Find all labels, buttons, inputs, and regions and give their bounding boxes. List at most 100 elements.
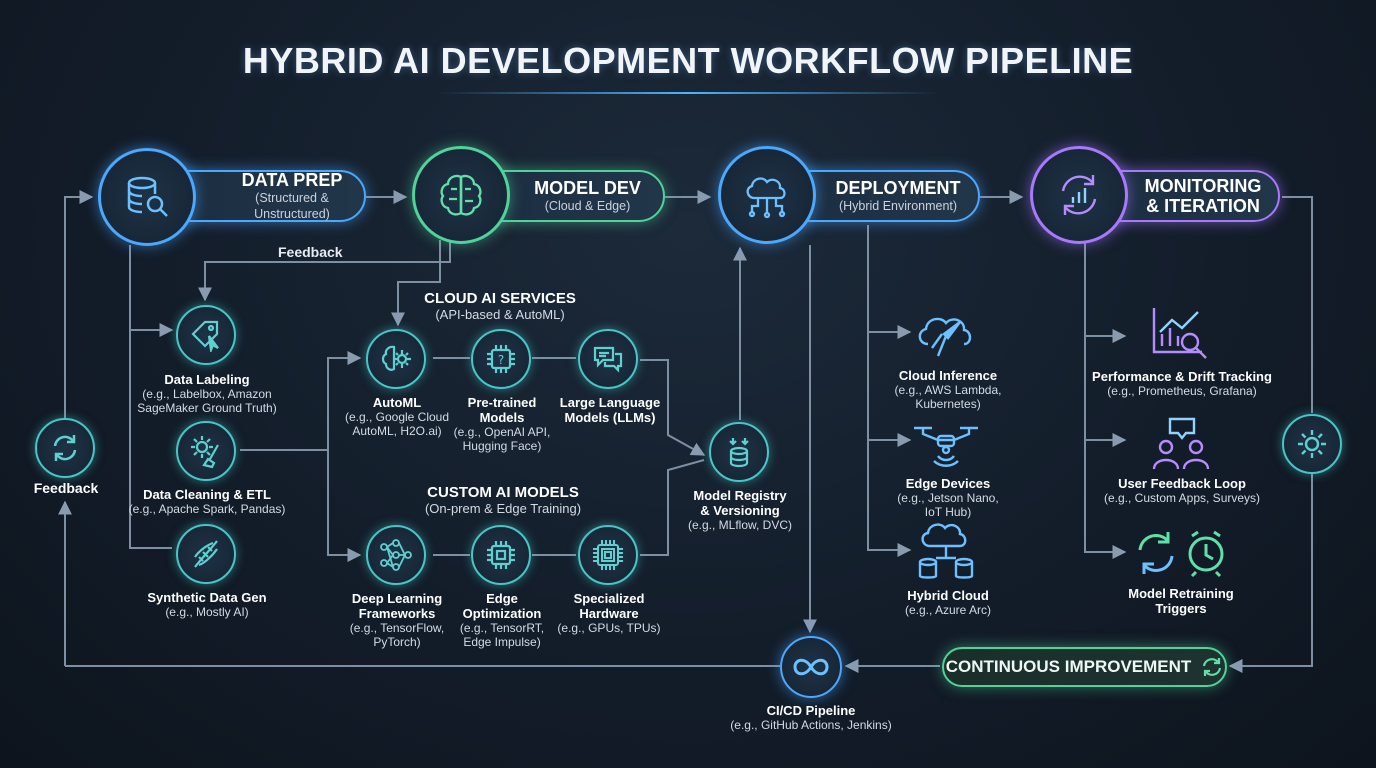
data-cleaning-etl: Data Cleaning & ETL (e.g., Apache Spark,… xyxy=(110,487,304,516)
tag-cursor-icon[interactable] xyxy=(176,305,236,365)
item-desc: (e.g., TensorRT, xyxy=(459,621,545,635)
gear-brush-icon[interactable] xyxy=(176,421,236,481)
item-title: Hybrid Cloud xyxy=(907,588,989,603)
refresh-alarm-icon xyxy=(1134,528,1230,583)
item-title-line2: Models (LLMs) xyxy=(564,410,656,425)
cloud-ai-services-heading: CLOUD AI SERVICES (API-based & AutoML) xyxy=(400,290,600,322)
item-title: Deep Learning xyxy=(351,591,443,606)
processor-icon[interactable] xyxy=(578,525,638,585)
title-underline xyxy=(438,92,938,94)
chip-question-icon[interactable]: ? xyxy=(471,329,531,389)
brain-gear-icon[interactable] xyxy=(366,329,426,389)
item-title: Edge Devices xyxy=(905,476,991,491)
section-title: CLOUD AI SERVICES xyxy=(424,290,576,307)
item-desc: (e.g., Jetson Nano, xyxy=(897,491,999,505)
stage-title: DATA PREP xyxy=(241,170,343,190)
item-desc: (e.g., AWS Lambda, xyxy=(894,383,1002,397)
item-title-line2: Hardware xyxy=(579,606,639,621)
chip-icon[interactable] xyxy=(471,525,531,585)
item-title: AutoML xyxy=(372,395,422,410)
item-desc: (e.g., GitHub Actions, Jenkins) xyxy=(730,718,892,732)
item-desc: (e.g., TensorFlow, xyxy=(349,621,445,635)
large-language-models: Large Language Models (LLMs) xyxy=(548,395,672,425)
model-registry: Model Registry & Versioning (e.g., MLflo… xyxy=(680,488,800,532)
item-title-line2: Frameworks xyxy=(358,606,436,621)
item-desc: Kubernetes) xyxy=(915,397,981,411)
cloud-inference: Cloud Inference (e.g., AWS Lambda, Kuber… xyxy=(880,368,1016,411)
feedback-label-left: Feedback xyxy=(33,480,99,496)
cicd-pipeline: CI/CD Pipeline (e.g., GitHub Actions, Je… xyxy=(716,703,906,732)
cloud-network-icon xyxy=(718,146,816,244)
stage-subtitle: (Structured & Unstructured) xyxy=(254,191,330,221)
refresh-icon xyxy=(1201,656,1223,678)
pre-trained-models: Pre-trained Models (e.g., OpenAI API, Hu… xyxy=(440,395,564,453)
item-desc: (e.g., Apache Spark, Pandas) xyxy=(128,502,286,516)
item-title: Data Labeling xyxy=(164,372,250,387)
item-desc: (e.g., Labelbox, Amazon xyxy=(142,387,272,401)
stage-title: MODEL DEV xyxy=(534,178,641,198)
edge-optimization: Edge Optimization (e.g., TensorRT, Edge … xyxy=(446,591,558,649)
feedback-label-top: Feedback xyxy=(278,244,343,260)
item-desc: (e.g., MLflow, DVC) xyxy=(687,518,793,532)
refresh-icon xyxy=(35,418,95,478)
item-title: Model Registry xyxy=(693,488,787,503)
custom-ai-models-heading: CUSTOM AI MODELS (On-prem & Edge Trainin… xyxy=(400,484,606,516)
item-title: User Feedback Loop xyxy=(1118,476,1246,491)
section-title: CUSTOM AI MODELS xyxy=(427,484,579,501)
item-desc: (e.g., Prometheus, Grafana) xyxy=(1107,384,1257,398)
cloud-rocket-icon xyxy=(914,308,978,369)
chart-magnifier-icon xyxy=(1150,304,1212,371)
item-title: Pre-trained xyxy=(467,395,537,410)
chat-bubbles-icon[interactable] xyxy=(578,329,638,389)
item-title: Data Cleaning & ETL xyxy=(143,487,271,502)
stage-title: MONITORING xyxy=(1144,176,1262,196)
dna-icon[interactable] xyxy=(176,524,236,584)
item-desc: (e.g., GPUs, TPUs) xyxy=(557,621,661,635)
neural-network-icon[interactable] xyxy=(366,525,426,585)
specialized-hardware: Specialized Hardware (e.g., GPUs, TPUs) xyxy=(552,591,666,635)
user-feedback-loop: User Feedback Loop (e.g., Custom Apps, S… xyxy=(1094,476,1270,505)
item-title-line2: Triggers xyxy=(1155,601,1207,616)
brain-icon xyxy=(412,146,510,244)
item-title: Synthetic Data Gen xyxy=(147,590,267,605)
stage-subtitle: (Hybrid Environment) xyxy=(838,199,958,213)
data-labeling: Data Labeling (e.g., Labelbox, Amazon Sa… xyxy=(120,372,294,415)
model-retraining-triggers: Model Retraining Triggers xyxy=(1108,586,1254,616)
item-title: Specialized xyxy=(573,591,645,606)
refresh-chart-icon xyxy=(1030,146,1128,244)
item-title: Model Retraining xyxy=(1128,586,1234,601)
performance-drift-tracking: Performance & Drift Tracking (e.g., Prom… xyxy=(1088,369,1276,398)
deep-learning-frameworks: Deep Learning Frameworks (e.g., TensorFl… xyxy=(336,591,458,649)
page-title: HYBRID AI DEVELOPMENT WORKFLOW PIPELINE xyxy=(242,40,1134,81)
synthetic-data-gen: Synthetic Data Gen (e.g., Mostly AI) xyxy=(120,590,294,619)
item-desc: IoT Hub) xyxy=(924,505,972,519)
item-desc: Edge Impulse) xyxy=(463,635,541,649)
database-search-icon xyxy=(98,148,196,246)
item-desc: (e.g., Azure Arc) xyxy=(904,603,992,617)
gear-icon xyxy=(1282,414,1342,474)
edge-devices: Edge Devices (e.g., Jetson Nano, IoT Hub… xyxy=(880,476,1016,519)
badge-label: CONTINUOUS IMPROVEMENT xyxy=(945,657,1192,676)
infinity-icon[interactable] xyxy=(780,636,842,698)
hybrid-cloud: Hybrid Cloud (e.g., Azure Arc) xyxy=(880,588,1016,617)
svg-text:?: ? xyxy=(498,353,504,367)
item-desc: SageMaker Ground Truth) xyxy=(137,401,277,415)
stage-title: DEPLOYMENT xyxy=(835,178,961,198)
automl: AutoML (e.g., Google Cloud AutoML, H2O.a… xyxy=(330,395,464,438)
item-desc: Hugging Face) xyxy=(462,439,542,453)
database-arrows-icon[interactable] xyxy=(709,422,769,482)
item-title: Performance & Drift Tracking xyxy=(1092,369,1272,384)
item-desc: AutoML, H2O.ai) xyxy=(352,424,442,438)
section-subtitle: (API-based & AutoML) xyxy=(435,307,565,322)
continuous-improvement-badge[interactable]: CONTINUOUS IMPROVEMENT xyxy=(942,647,1227,687)
item-title-line2: & Versioning xyxy=(700,503,780,518)
item-title: Large Language xyxy=(559,395,661,410)
item-title: Edge xyxy=(486,591,518,606)
item-title-line2: Optimization xyxy=(462,606,542,621)
item-title: CI/CD Pipeline xyxy=(766,703,856,718)
item-desc: (e.g., Custom Apps, Surveys) xyxy=(1103,491,1261,505)
item-title-line2: Models xyxy=(479,410,525,425)
users-feedback-icon xyxy=(1150,415,1214,478)
drone-icon xyxy=(910,420,982,475)
